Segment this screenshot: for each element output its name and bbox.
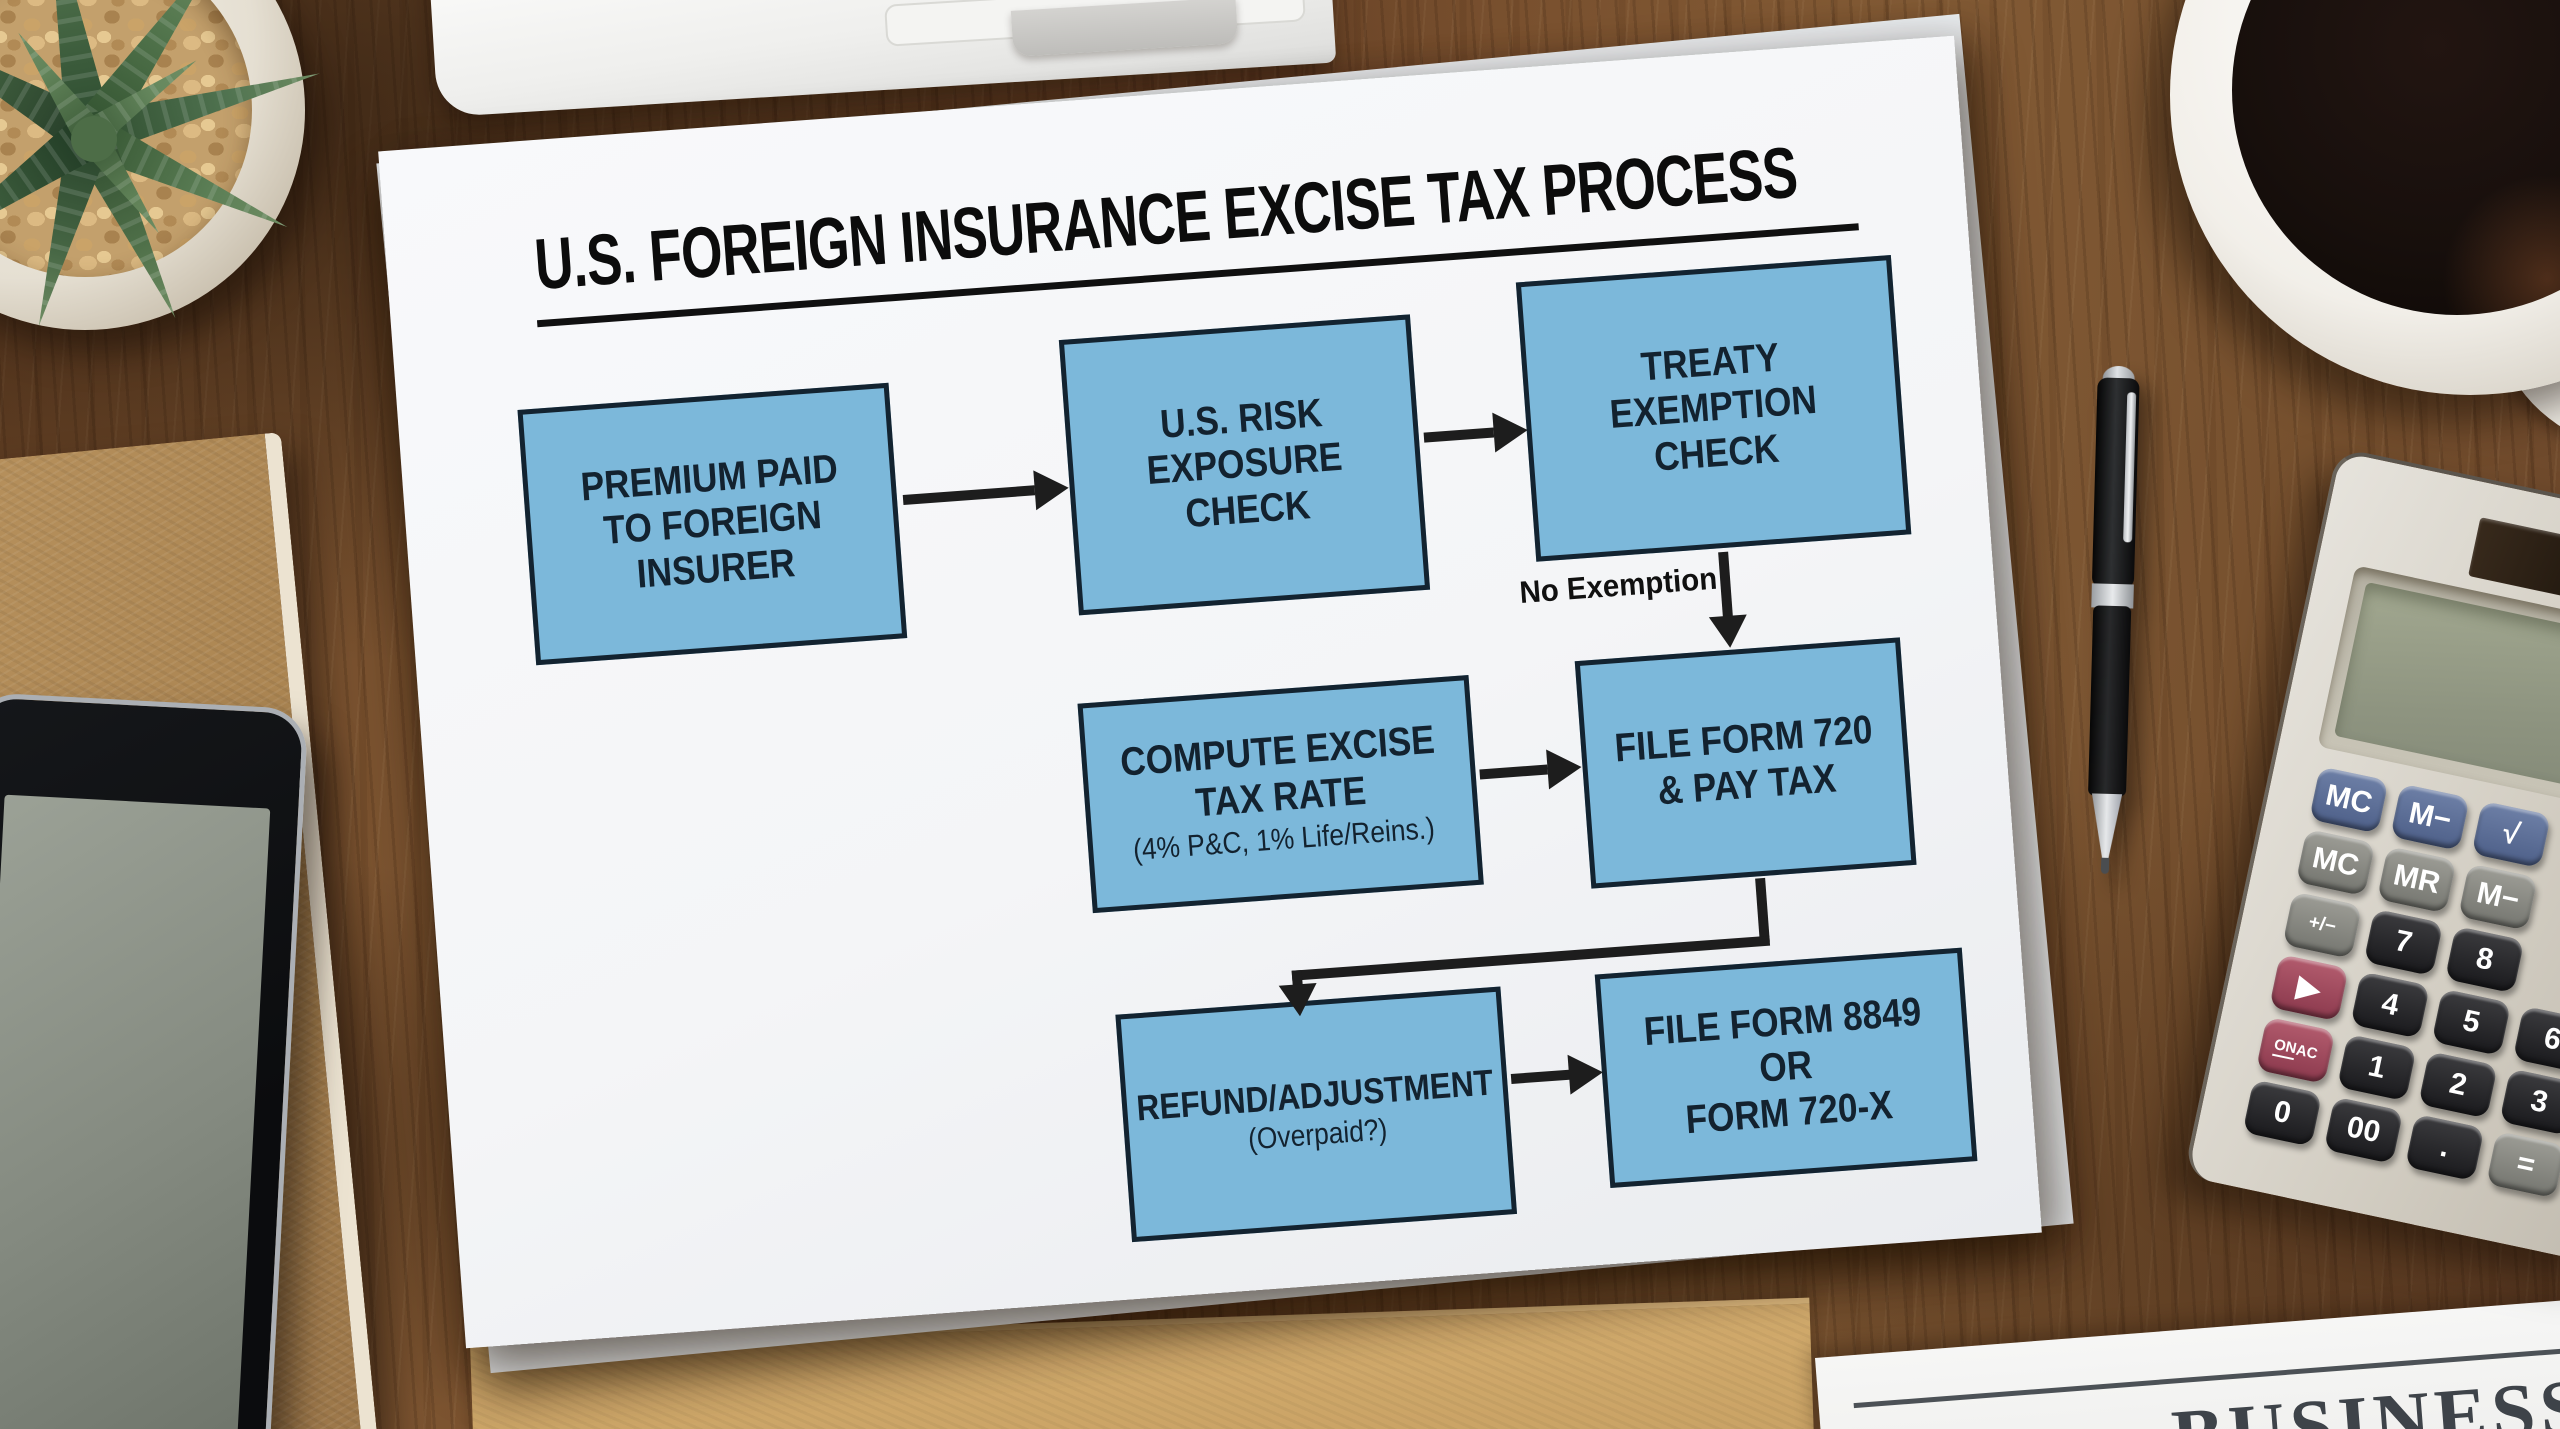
flowchart-paper: U.S. FOREIGN INSURANCE EXCISE TAX PROCES… [378,35,2042,1349]
flow-box-treaty-exemption: TREATY EXEMPTION CHECK [1515,254,1912,562]
calc-button-00: 00 [2323,1096,2404,1164]
plant-bud [71,116,117,162]
elbow-file720-down [1755,877,1770,943]
plant-leaves [0,0,305,350]
calc-button-2: 2 [2418,1051,2498,1119]
arrow-compute-to-file720 [1479,764,1548,780]
succulent-plant [0,0,305,350]
calc-button-MC: MC [2295,828,2376,897]
arrow-risk-to-treaty [1423,427,1495,443]
arrowhead-right-icon [1567,1052,1605,1095]
flow-box-us-risk-exposure: U.S. RISK EXPOSURE CHECK [1058,314,1431,616]
calc-button-M−: M− [2390,783,2470,851]
arrowhead-down-icon [1278,982,1319,1018]
calc-button-0: 0 [2242,1079,2323,1147]
arrowhead-right-icon [1492,410,1530,453]
arrow-refund-to-file8849 [1510,1069,1572,1084]
calc-button-+/−: +/− [2282,891,2363,959]
pen-lower-barrel [2088,605,2132,797]
business-paper-text: BUSINESS [2168,1361,2560,1429]
calc-button-▶: ▶ [2269,954,2349,1022]
arrowhead-down-icon [1708,614,1750,650]
arrow-premium-to-risk [902,485,1036,505]
smartphone [0,692,309,1429]
flow-box-compute-excise-rate: COMPUTE EXCISE TAX RATE (4% P&C, 1% Life… [1077,675,1484,914]
calc-button-4: 4 [2350,971,2430,1039]
edge-label-no-exemption: No Exemption [1518,560,1719,611]
calc-button-M−: M− [2458,863,2538,931]
pen-tip-cone [2087,793,2125,860]
arrowhead-right-icon [1033,467,1071,511]
calc-button-√: √ [2471,800,2552,869]
calc-button-5: 5 [2431,988,2512,1056]
calc-button-=: = [2486,1131,2560,1199]
calc-button-3: 3 [2499,1068,2560,1136]
calc-button-8: 8 [2444,925,2525,994]
calc-button-6: 6 [2512,1005,2560,1074]
flow-box-refund-adjustment: REFUND/ADJUSTMENT (Overpaid?) [1115,986,1518,1243]
calc-button-MR: MR [2376,846,2457,914]
calculator-display [2333,581,2560,807]
flow-box-file-form-720: FILE FORM 720 & PAY TAX [1574,637,1917,889]
pen-tip [2100,857,2110,874]
smartphone-screen [0,794,271,1429]
calc-button-.: . [2404,1113,2485,1182]
calc-button-MC: MC [2309,766,2389,834]
calc-button-7: 7 [2363,908,2444,977]
flow-box-file-form-8849: FILE FORM 8849 OR FORM 720-X [1594,947,1978,1189]
calc-button-1: 1 [2336,1033,2417,1102]
arrowhead-right-icon [1546,747,1583,790]
flow-box-premium-paid: PREMIUM PAID TO FOREIGN INSURER [517,382,908,666]
